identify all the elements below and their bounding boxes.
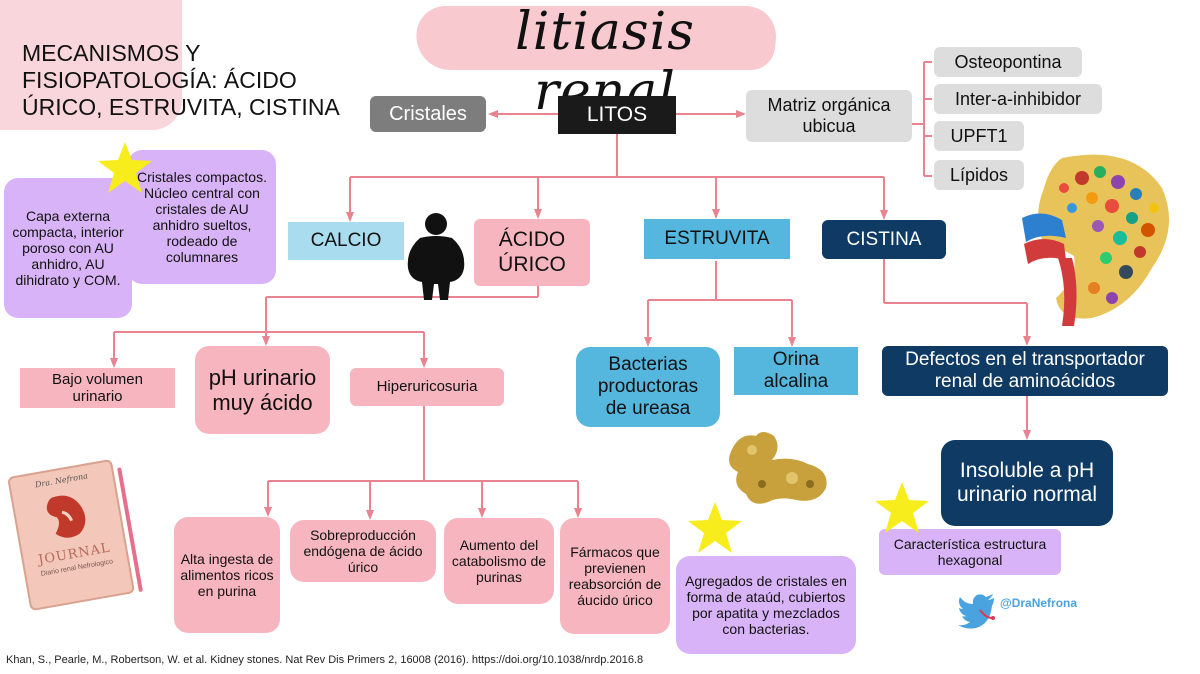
corner-decoration bbox=[0, 0, 182, 130]
twitter-handle[interactable]: @DraNefrona bbox=[1000, 596, 1078, 610]
section-title: MECANISMOS Y FISIOPATOLOGÍA: ÁCIDO ÚRICO… bbox=[22, 40, 340, 120]
matriz-organica-node: Matriz orgánica ubicua bbox=[746, 90, 912, 142]
matrix-item-inter-a-inhibidor: Inter-a-inhibidor bbox=[934, 84, 1102, 114]
twitter-bird-icon bbox=[958, 594, 995, 629]
cristales-compactos-note: Cristales compactos. Núcleo central con … bbox=[128, 150, 276, 284]
kidney-icon bbox=[46, 495, 86, 538]
sobreproduccion-node: Sobreproducción endógena de ácido úrico bbox=[290, 520, 436, 582]
bajo-volumen-urinario-node: Bajo volumen urinario bbox=[20, 368, 175, 408]
capa-externa-note: Capa externa compacta, interior poroso c… bbox=[4, 178, 132, 318]
alta-ingesta-node: Alta ingesta de alimentos ricos en purin… bbox=[174, 517, 280, 633]
kidney-gems-illustration bbox=[1022, 154, 1170, 326]
obese-person-icon bbox=[407, 213, 465, 300]
insoluble-ph-node: Insoluble a pH urinario normal bbox=[941, 440, 1113, 526]
hexagonal-note: Característica estructura hexagonal bbox=[879, 529, 1061, 575]
orina-alcalina-node: Orina alcalina bbox=[734, 347, 858, 395]
acido-urico-node: ÁCIDO ÚRICO bbox=[474, 219, 590, 286]
litos-node: LITOS bbox=[558, 96, 676, 134]
bacterias-ureasa-node: Bacterias productoras de ureasa bbox=[576, 347, 720, 427]
star-icon bbox=[875, 482, 929, 533]
defectos-transportador-node: Defectos en el transportador renal de am… bbox=[882, 346, 1168, 396]
star-icon bbox=[98, 142, 152, 193]
agregados-note: Agregados de cristales en forma de ataúd… bbox=[676, 556, 856, 654]
matrix-item-osteopontina: Osteopontina bbox=[934, 47, 1082, 77]
journal-illustration: Dra. Nefrona JOURNAL Diario renal Nefrol… bbox=[7, 457, 147, 612]
calcio-node: CALCIO bbox=[288, 222, 404, 260]
cistina-node: CISTINA bbox=[822, 220, 946, 259]
struvite-stone-illustration bbox=[729, 432, 827, 504]
estruvita-node: ESTRUVITA bbox=[644, 219, 790, 259]
aumento-catabolismo-node: Aumento del catabolismo de purinas bbox=[444, 518, 554, 604]
cristales-node: Cristales bbox=[370, 96, 486, 132]
reference-citation: Khan, S., Pearle, M., Robertson, W. et a… bbox=[6, 654, 644, 666]
farmacos-node: Fármacos que previenen reabsorción de áu… bbox=[560, 518, 670, 634]
star-icon bbox=[688, 502, 742, 553]
hiperuricosuria-node: Hiperuricosuria bbox=[350, 368, 504, 406]
matrix-item-upft1: UPFT1 bbox=[934, 121, 1024, 151]
ph-urinario-node: pH urinario muy ácido bbox=[195, 346, 330, 434]
matrix-item-lipidos: Lípidos bbox=[934, 160, 1024, 190]
